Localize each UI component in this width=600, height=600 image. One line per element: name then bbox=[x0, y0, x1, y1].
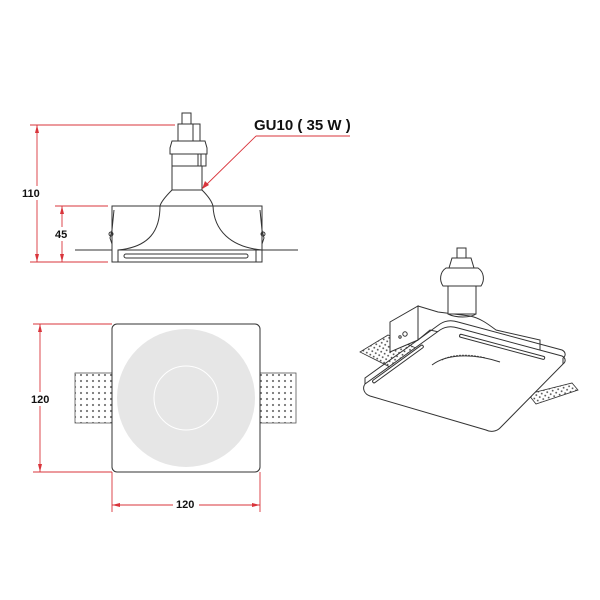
lamp-aperture bbox=[153, 365, 219, 431]
iso-side-plate bbox=[389, 305, 419, 353]
dimension-overall-height bbox=[20, 124, 175, 263]
dim-label-110: 110 bbox=[22, 188, 40, 200]
perforated-tab-left bbox=[74, 372, 114, 424]
dim-label-plan-height: 120 bbox=[31, 394, 49, 406]
dim-label-plan-width: 120 bbox=[176, 499, 194, 511]
plan-view: 120 120 bbox=[28, 323, 297, 512]
dimension-plan-height bbox=[28, 323, 112, 473]
iso-perforated-tab-right bbox=[527, 382, 579, 405]
perforated-tab-right bbox=[257, 372, 297, 424]
dimension-plan-width bbox=[111, 472, 261, 512]
side-view: 110 45 bbox=[20, 112, 351, 263]
dimension-body-height bbox=[54, 205, 108, 262]
lamp-type-label: GU10 ( 35 W ) bbox=[254, 117, 351, 134]
dim-label-45: 45 bbox=[55, 229, 67, 241]
iso-lampholder bbox=[440, 247, 484, 318]
lamp-leader bbox=[202, 135, 350, 189]
fitting-body bbox=[75, 189, 298, 263]
isometric-view bbox=[359, 247, 579, 432]
gu10-lampholder bbox=[169, 112, 208, 191]
